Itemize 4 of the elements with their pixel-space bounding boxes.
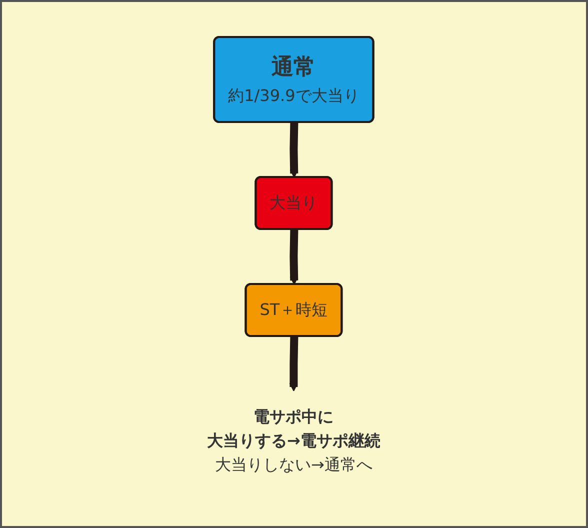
arrow [290, 229, 299, 285]
arrow [290, 336, 298, 392]
node-text: 電サポ中に 大当りする→電サポ継続 大当りしない→通常へ [207, 407, 381, 474]
arrow [290, 122, 299, 178]
